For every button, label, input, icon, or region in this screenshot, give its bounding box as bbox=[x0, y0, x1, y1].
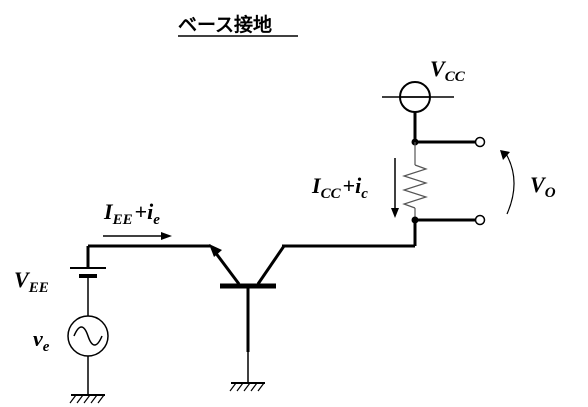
output-terminal-bottom bbox=[474, 214, 486, 226]
iee-arrow-head bbox=[161, 232, 172, 240]
transistor-collector-lead bbox=[256, 245, 286, 285]
emitter-arrow-head bbox=[209, 244, 222, 257]
vee-label: VEE bbox=[14, 267, 49, 296]
ground-base-hatch bbox=[229, 382, 265, 392]
vo-label: VO bbox=[530, 172, 556, 201]
icc-arrow-head bbox=[391, 208, 399, 218]
vo-arrow-head bbox=[500, 150, 510, 160]
output-terminal-top bbox=[474, 136, 486, 148]
vo-voltage-arrow bbox=[504, 151, 515, 215]
ve-label: ve bbox=[33, 326, 50, 355]
page-title: ベース接地 bbox=[178, 13, 272, 36]
ground-left-hatch bbox=[69, 394, 105, 404]
icc-ic-label: ICC+ic bbox=[311, 173, 368, 202]
vcc-label: VCC bbox=[430, 56, 466, 85]
ac-sine-icon bbox=[73, 326, 103, 346]
iee-ie-label: IEE+ie bbox=[103, 199, 160, 228]
load-resistor bbox=[402, 164, 428, 209]
